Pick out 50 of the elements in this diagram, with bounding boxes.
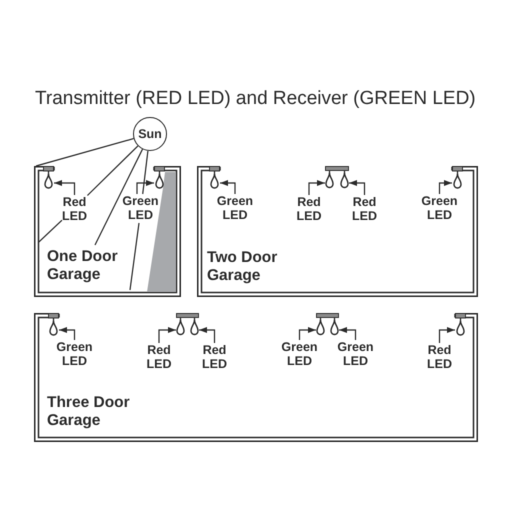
leader-arrow [199,327,216,343]
led-label: Red LED [352,195,377,223]
sensor-icon [48,313,59,336]
leader-arrow [220,180,236,194]
led-label: Green LED [216,194,254,222]
sensor-icon [43,166,54,189]
garage-name: Two Door Garage [207,249,278,285]
sensor-icon [176,318,185,336]
leader-arrow [349,180,366,195]
leader-arrow [298,327,316,340]
garage-outline [34,313,478,442]
sun-ray [38,220,62,243]
sensor-icon [316,318,325,336]
led-label: Red LED [202,343,227,371]
sensor-icon [154,166,165,189]
garage-name: Three Door Garage [47,394,130,430]
sun-ray [129,222,140,290]
led-label: Green LED [281,340,318,368]
sensor-icon [190,318,199,336]
diagram-title: Transmitter (RED LED) and Receiver (GREEN LED) [35,88,476,110]
sensor-icon [325,171,334,189]
led-label: Green LED [122,194,159,222]
sensor-icon [455,313,466,336]
led-label: Green LED [56,340,93,368]
leader-arrow [54,180,76,195]
leader-arrow [438,327,455,343]
led-label: Green LED [421,194,458,222]
sun-ray [142,150,148,194]
leader-arrow [339,327,356,340]
sun-ray [36,138,134,167]
leader-arrow [158,327,176,343]
led-label: Red LED [146,343,172,371]
led-label: Red LED [427,343,452,371]
led-label: Red LED [62,195,87,223]
garage-outline [197,166,478,297]
leader-arrow [59,327,76,340]
sun-ray [94,148,144,246]
led-label: Green LED [337,340,374,368]
leader-arrow [308,180,325,195]
sensor-icon [340,171,349,189]
sun-ray [86,145,138,196]
sensor-icon [209,166,220,189]
leader-arrow [438,180,452,194]
garage-outline [34,166,181,297]
sensor-icon [330,318,339,336]
leader-arrow [136,180,154,194]
led-label: Red LED [296,195,322,223]
sensor-icon [452,166,463,189]
garage-name: One Door Garage [47,248,118,284]
sun-circle: Sun [133,117,167,151]
